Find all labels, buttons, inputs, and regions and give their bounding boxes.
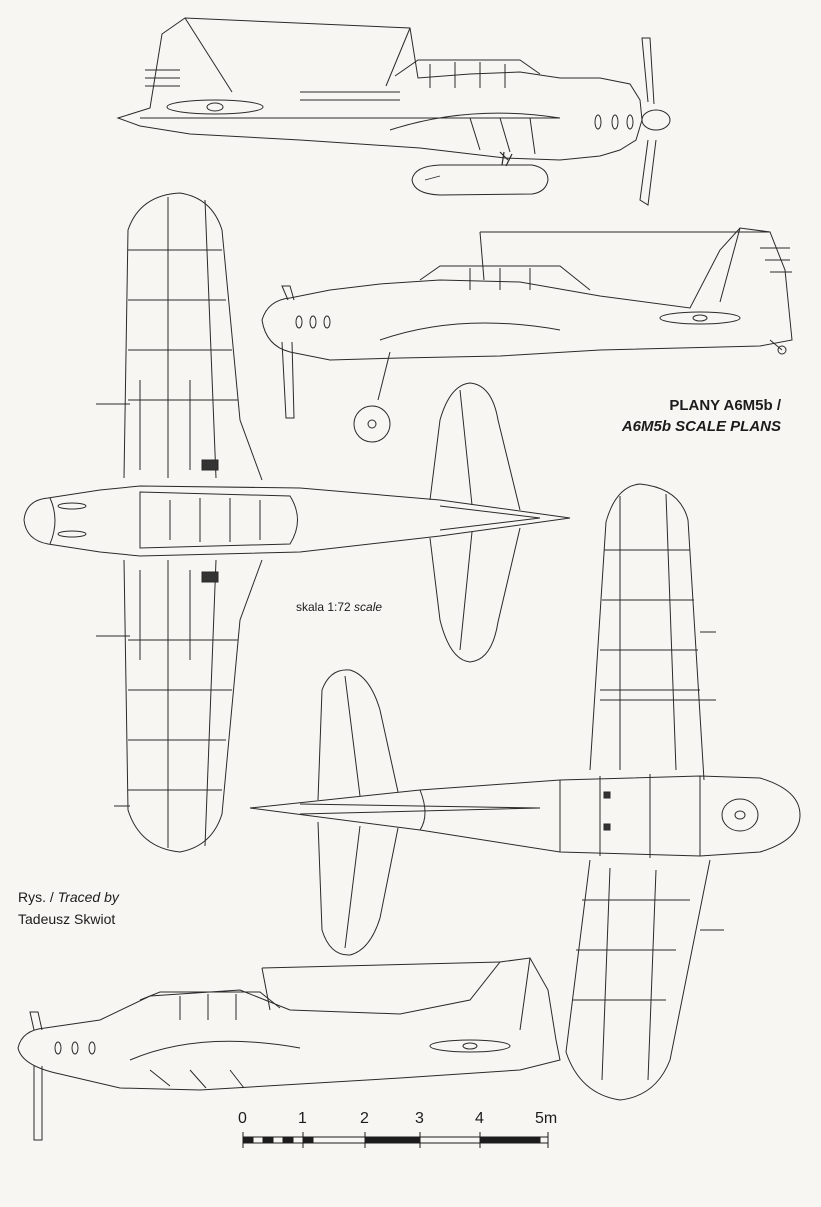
scale-label: skala 1:72 scale	[296, 600, 382, 614]
scale-bar-label: 1	[298, 1110, 307, 1127]
credit-italic: Traced by	[57, 889, 119, 905]
credit-line: Rys. / Traced by	[18, 889, 119, 905]
drop-tank	[411, 164, 549, 196]
scale-bar-label: 5m	[535, 1110, 558, 1127]
credit-name: Tadeusz Skwiot	[18, 911, 116, 927]
scale-label-text: skala 1:72	[296, 600, 351, 614]
plans-title: PLANY A6M5b /	[669, 397, 781, 414]
scale-bar-label: 0	[238, 1110, 247, 1127]
scale-bar-label: 2	[360, 1110, 369, 1127]
credit-prefix: Rys. /	[18, 889, 58, 905]
plans-subtitle: A6M5b SCALE PLANS	[621, 418, 781, 435]
plan-view-bottom	[249, 483, 801, 1101]
side-view-lower	[17, 957, 561, 1141]
scale-bar	[242, 1132, 549, 1148]
side-view-starboard	[116, 17, 671, 206]
side-view-port	[261, 227, 793, 443]
scale-bar-label: 4	[475, 1110, 484, 1127]
scale-label-italic: scale	[354, 600, 383, 614]
scale-bar-label: 3	[415, 1110, 424, 1127]
plan-view-top	[23, 192, 571, 853]
